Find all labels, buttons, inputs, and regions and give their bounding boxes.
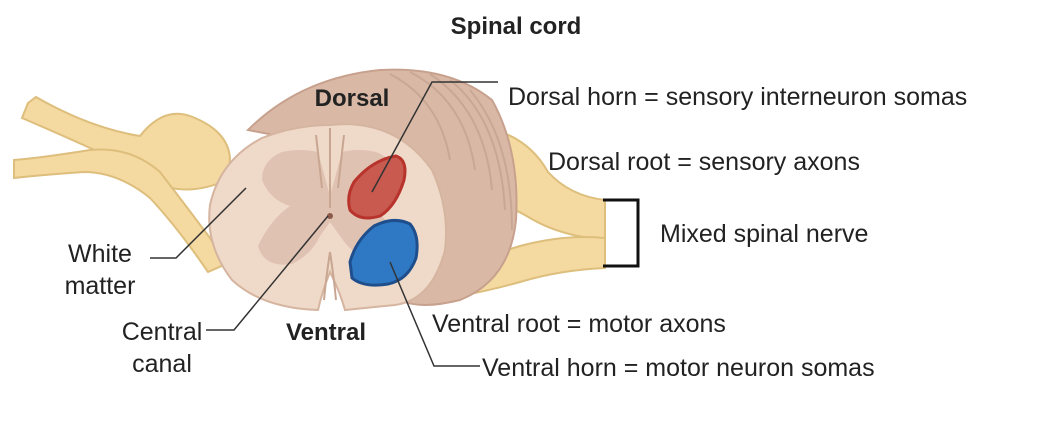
dorsal-horn-label: Dorsal horn = sensory interneuron somas <box>508 83 967 111</box>
dorsal-horn-highlight <box>347 154 407 220</box>
leader-ventral-horn <box>389 261 480 367</box>
diagram-title: Spinal cord <box>451 13 582 40</box>
central-canal <box>327 213 333 219</box>
leader-dorsal-horn <box>371 81 498 193</box>
left-spinal-nerve <box>13 148 228 274</box>
dorsal-root-label: Dorsal root = sensory axons <box>548 148 860 176</box>
mixed-nerve-bracket <box>603 198 640 268</box>
median-fissures <box>315 128 345 301</box>
central-canal-label-line2: canal <box>132 350 192 378</box>
white-matter-label-line2: matter <box>65 272 136 300</box>
mixed-nerve-label: Mixed spinal nerve <box>660 220 868 248</box>
dorsal-label: Dorsal <box>315 85 390 112</box>
leader-white-matter <box>150 187 247 259</box>
ventral-label: Ventral <box>286 319 366 346</box>
ventral-horn-label: Ventral horn = motor neuron somas <box>482 354 875 382</box>
ventral-root-label: Ventral root = motor axons <box>432 310 726 338</box>
white-matter-label-line1: White <box>68 240 132 268</box>
central-canal-label-line1: Central <box>122 318 203 346</box>
ventral-horn-highlight <box>348 219 419 287</box>
leader-lines <box>150 81 498 367</box>
leader-central-canal <box>206 215 329 331</box>
